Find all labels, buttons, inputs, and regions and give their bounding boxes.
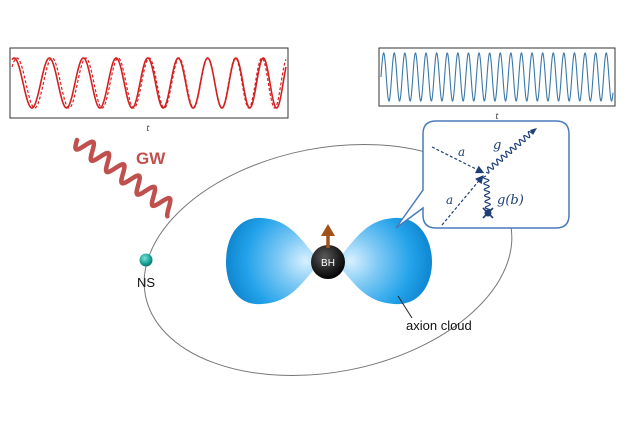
gw-waveform-panel: t [9,47,289,133]
axion-cloud-right-lobe [336,217,432,305]
gw-label: GW [136,149,166,168]
axion-cloud-leader [397,295,413,319]
spin-arrow-icon [321,224,335,248]
axion-waveform [380,52,614,102]
axion-waveform-panel: t [378,47,616,121]
gravitational-wave-squiggle [73,137,173,219]
gw-waveform-dashed [11,57,287,109]
feynman-label-a-bottom: a [446,193,453,207]
photon-line-background [482,175,491,211]
gw-axis-label: t [146,124,150,133]
gw-waveform-solid [11,57,287,109]
axion-line-top [431,146,485,174]
feynman-label-a-top: a [458,145,465,159]
background-field-cross-icon [482,207,494,219]
axion-cloud [226,217,432,305]
axion-cloud-label: axion cloud [406,318,472,333]
bh-label: BH [321,258,335,269]
feynman-label-g: g [493,138,501,153]
photon-line-outgoing [485,130,534,174]
axion-axis-label: t [495,112,499,121]
photon-arrow-icon [530,128,537,135]
axion-line-bottom [441,175,484,226]
feynman-diagram: a a g g(b) [431,128,537,226]
neutron-star [139,253,153,267]
feynman-label-g-b: g(b) [497,193,524,208]
axion-cloud-left-lobe [226,217,320,305]
black-hole [311,245,345,279]
ns-label: NS [137,275,155,290]
feynman-callout-bubble [395,120,570,229]
